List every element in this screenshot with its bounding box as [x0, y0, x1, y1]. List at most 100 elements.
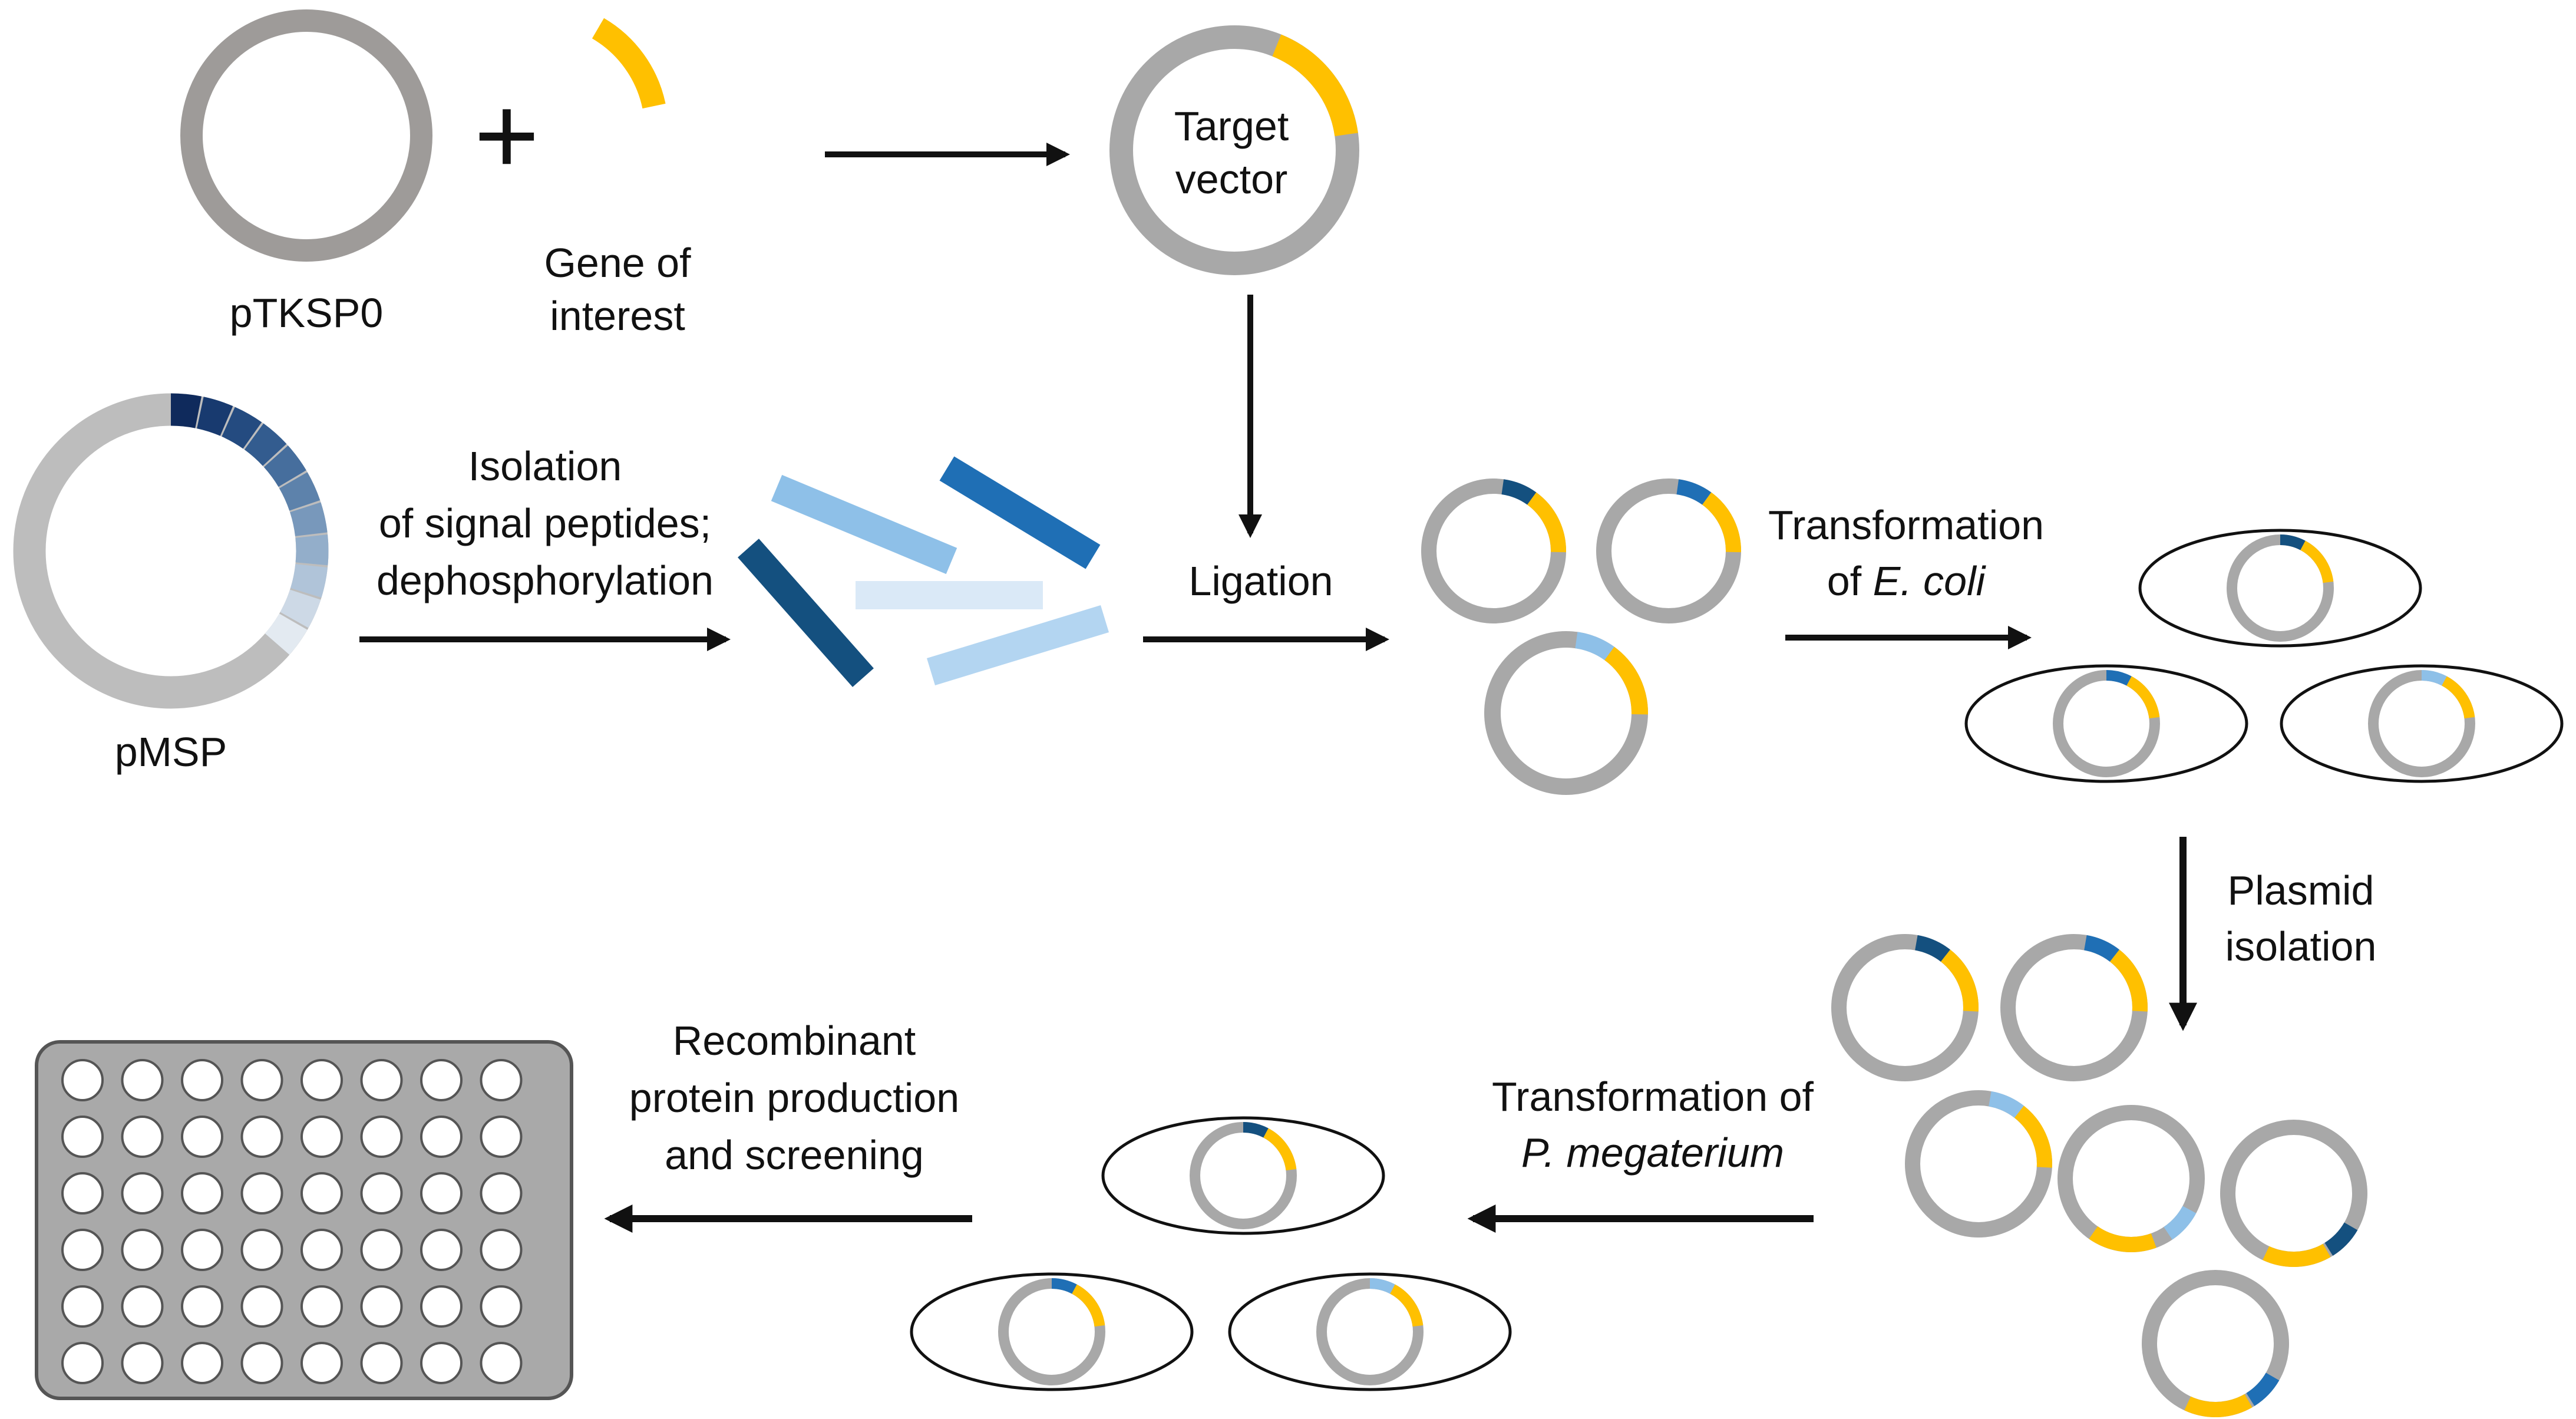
plate-well	[240, 1342, 283, 1384]
plate-well	[420, 1172, 463, 1215]
plate-well	[181, 1285, 223, 1328]
signal-peptide-segment	[244, 423, 287, 467]
signal-peptide-segment	[2324, 1222, 2358, 1256]
gene-segment	[2184, 1394, 2253, 1417]
ptksp0-plasmid	[180, 9, 432, 262]
signal-peptide-segment	[1051, 1278, 1077, 1294]
ligation-label: Ligation	[1188, 558, 1333, 604]
gene-label-line2: interest	[550, 293, 685, 339]
gene-segment	[2089, 1226, 2156, 1252]
plate-well	[240, 1285, 283, 1328]
plate-well	[300, 1172, 343, 1215]
recombinant-plasmid	[1831, 934, 1979, 1081]
plate-well	[61, 1342, 104, 1384]
host-cell	[2138, 529, 2422, 648]
recombinant-plasmid	[2227, 534, 2334, 642]
well-plate	[35, 1040, 573, 1400]
gene-segment	[2126, 676, 2160, 719]
signal-peptide-segment	[196, 397, 233, 436]
ptksp0-label: pTKSP0	[230, 290, 384, 336]
recombinant-plasmid	[1484, 631, 1649, 795]
signal-peptide-segment	[170, 393, 202, 428]
plate-well	[480, 1172, 523, 1215]
isolated-plasmid-group	[1831, 934, 2367, 1417]
plate-well	[300, 1342, 343, 1384]
gene-segment	[1272, 34, 1358, 137]
plate-well	[480, 1229, 523, 1271]
cell-membrane	[1228, 1272, 1512, 1391]
plate-well	[61, 1285, 104, 1328]
signal-peptide-segment	[2106, 670, 2132, 686]
transform-ecoli-line1: Transformation	[1768, 502, 2044, 548]
plate-well	[121, 1172, 164, 1215]
vector-backbone	[1109, 25, 1359, 275]
recombinant-plasmid	[1421, 478, 1566, 623]
host-cell	[1228, 1272, 1512, 1391]
plate-well	[360, 1059, 403, 1101]
ecoli-cells-group	[1964, 529, 2564, 783]
cell-membrane	[910, 1272, 1194, 1391]
recombinant-line3: and screening	[665, 1132, 924, 1178]
plate-well	[181, 1116, 223, 1158]
signal-peptide-segment	[2280, 534, 2306, 550]
plate-well	[181, 1229, 223, 1271]
target-label-line2: vector	[1175, 156, 1288, 202]
plus-sign: +	[474, 73, 540, 198]
gene-segment	[1940, 949, 1979, 1012]
signal-peptide-segment	[263, 445, 306, 487]
plate-well	[420, 1059, 463, 1101]
transform-pmeg-line2: P. megaterium	[1521, 1130, 1784, 1176]
plate-well	[360, 1342, 403, 1384]
plate-well	[360, 1285, 403, 1328]
gene-label-line1: Gene of	[544, 240, 691, 286]
plate-well	[121, 1229, 164, 1271]
recombinant-line2: protein production	[629, 1075, 959, 1121]
signal-peptide-segment	[1676, 479, 1712, 505]
signal-peptide-segment	[1988, 1091, 2024, 1118]
plate-well	[181, 1059, 223, 1101]
signal-peptide-segment	[2164, 1206, 2197, 1240]
recombinant-plasmid	[2368, 670, 2475, 777]
signal-peptide-fragment	[738, 539, 874, 687]
plate-well	[480, 1059, 523, 1101]
gene-segment	[2263, 1243, 2331, 1267]
plate-well	[360, 1229, 403, 1271]
plate-well	[480, 1285, 523, 1328]
recombinant-plasmid	[998, 1278, 1105, 1385]
host-cell	[2280, 664, 2564, 783]
transform-ecoli-species: E. coli	[1873, 558, 1987, 604]
recombinant-plasmid	[1190, 1122, 1297, 1229]
plate-well	[300, 1116, 343, 1158]
recombinant-plasmid	[1596, 478, 1741, 623]
plate-well	[420, 1116, 463, 1158]
signal-peptide-segment	[2421, 670, 2447, 686]
signal-peptide-segment	[290, 563, 328, 598]
signal-peptide-fragment	[926, 605, 1109, 685]
pmsp-plasmid	[13, 393, 329, 709]
plate-well	[61, 1059, 104, 1101]
plate-well	[420, 1229, 463, 1271]
plate-well	[420, 1285, 463, 1328]
recombinant-plasmid	[2053, 670, 2160, 777]
plate-well	[240, 1059, 283, 1101]
plate-well	[121, 1059, 164, 1101]
plate-well	[61, 1172, 104, 1215]
pmsp-label: pMSP	[115, 729, 227, 775]
plate-well	[300, 1059, 343, 1101]
signal-peptide-segment	[2083, 935, 2119, 962]
isolation-label-line3: dephosphorylation	[377, 557, 714, 603]
isolation-label-line1: Isolation	[468, 443, 622, 489]
signal-peptide-segment	[1501, 479, 1537, 505]
plasmid-isolation-line2: isolation	[2225, 923, 2377, 969]
plate-well	[61, 1116, 104, 1158]
plate-well	[420, 1342, 463, 1384]
plate-well	[480, 1116, 523, 1158]
plate-well	[240, 1116, 283, 1158]
plate-well	[300, 1229, 343, 1271]
cell-membrane	[1101, 1116, 1385, 1235]
plate-well	[360, 1116, 403, 1158]
target-vector	[1109, 25, 1359, 275]
plasmid-isolation-line1: Plasmid	[2228, 867, 2374, 913]
target-label-line1: Target	[1174, 103, 1289, 149]
